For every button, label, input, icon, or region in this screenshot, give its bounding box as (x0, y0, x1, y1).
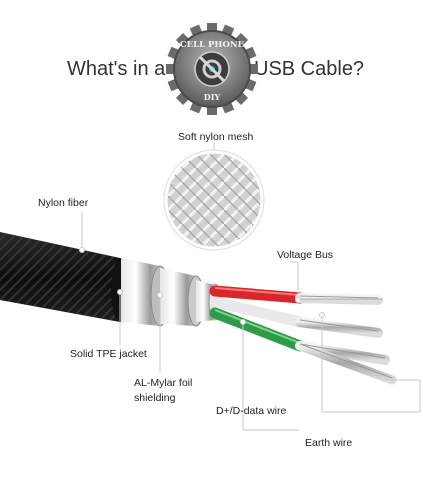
label-soft-nylon-mesh: Soft nylon mesh (178, 131, 254, 143)
earth-strand (295, 341, 397, 385)
label-earth-wire: Earth wire (305, 437, 353, 449)
label-nylon-fiber: Nylon fiber (38, 197, 89, 209)
label-solid-tpe-jacket: Solid TPE jacket (70, 348, 147, 360)
inner-wires (209, 285, 397, 385)
logo-bottom-text: DIY (204, 92, 221, 102)
copper-strand (295, 317, 383, 338)
label-data-wire: D+/D-data wire (216, 405, 287, 417)
label-al-mylar-line1: AL-Mylar foil (134, 377, 193, 389)
title-prefix: What's in a (67, 58, 166, 80)
label-al-mylar-line2: shielding (134, 392, 176, 404)
logo-top-text: CELL PHONE (180, 40, 245, 50)
leader-dots (79, 247, 325, 325)
nylon-mesh-closeup (163, 149, 265, 251)
leader-lines (81, 142, 421, 431)
logo-badge: CELL PHONE DIY (166, 23, 258, 115)
white-wire (209, 296, 306, 328)
title-suffix: USB Cable? (254, 58, 365, 80)
foil-shielding (121, 258, 222, 327)
cable-jacket (0, 232, 131, 322)
green-wire (209, 307, 306, 352)
gear-wrench-icon (198, 55, 226, 83)
label-voltage-bus: Voltage Bus (277, 249, 334, 261)
red-wire (209, 285, 306, 304)
copper-strand (295, 293, 383, 305)
